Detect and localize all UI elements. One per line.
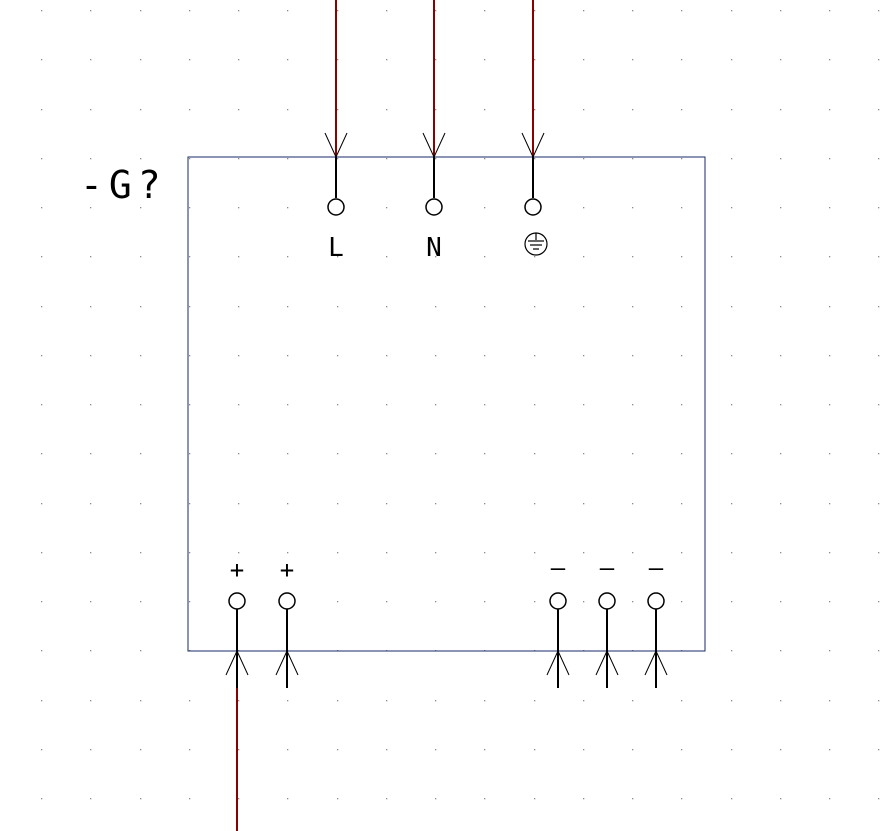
terminal-label-l: L bbox=[328, 233, 344, 263]
output-terminal-minus-3[interactable]: – bbox=[644, 554, 668, 688]
input-terminal-n[interactable]: N bbox=[422, 132, 446, 263]
output-terminal-plus-1[interactable]: + bbox=[225, 556, 249, 688]
terminal-circle-icon[interactable] bbox=[228, 592, 246, 610]
arrow-up-icon bbox=[644, 649, 668, 676]
arrow-up-icon bbox=[275, 649, 299, 676]
dot-grid bbox=[41, 10, 880, 800]
output-terminal-minus-2[interactable]: – bbox=[595, 554, 619, 688]
arrow-up-icon bbox=[225, 649, 249, 676]
terminal-label-minus: – bbox=[600, 554, 615, 582]
output-terminal-minus-1[interactable]: – bbox=[546, 554, 570, 688]
terminal-circle-icon[interactable] bbox=[549, 592, 567, 610]
terminal-circle-icon[interactable] bbox=[327, 198, 345, 216]
input-terminal-l[interactable]: L bbox=[324, 132, 348, 263]
output-terminal-plus-2[interactable]: + bbox=[275, 556, 299, 688]
terminal-circle-icon[interactable] bbox=[598, 592, 616, 610]
terminal-label-minus: – bbox=[551, 554, 566, 582]
wires bbox=[236, 0, 534, 831]
terminal-label-minus: – bbox=[649, 554, 664, 582]
arrow-up-icon bbox=[595, 649, 619, 676]
protective-earth-icon bbox=[524, 232, 548, 256]
terminal-label-n: N bbox=[426, 233, 442, 263]
arrow-up-icon bbox=[546, 649, 570, 676]
device-designation[interactable]: -G? bbox=[80, 163, 167, 207]
input-terminal-pe[interactable] bbox=[521, 132, 548, 256]
terminal-circle-icon[interactable] bbox=[425, 198, 443, 216]
device-box[interactable] bbox=[187, 156, 706, 652]
terminal-circle-icon[interactable] bbox=[524, 198, 542, 216]
terminal-circle-icon[interactable] bbox=[278, 592, 296, 610]
terminal-label-plus: + bbox=[280, 556, 294, 584]
terminal-circle-icon[interactable] bbox=[647, 592, 665, 610]
terminal-label-plus: + bbox=[230, 556, 244, 584]
